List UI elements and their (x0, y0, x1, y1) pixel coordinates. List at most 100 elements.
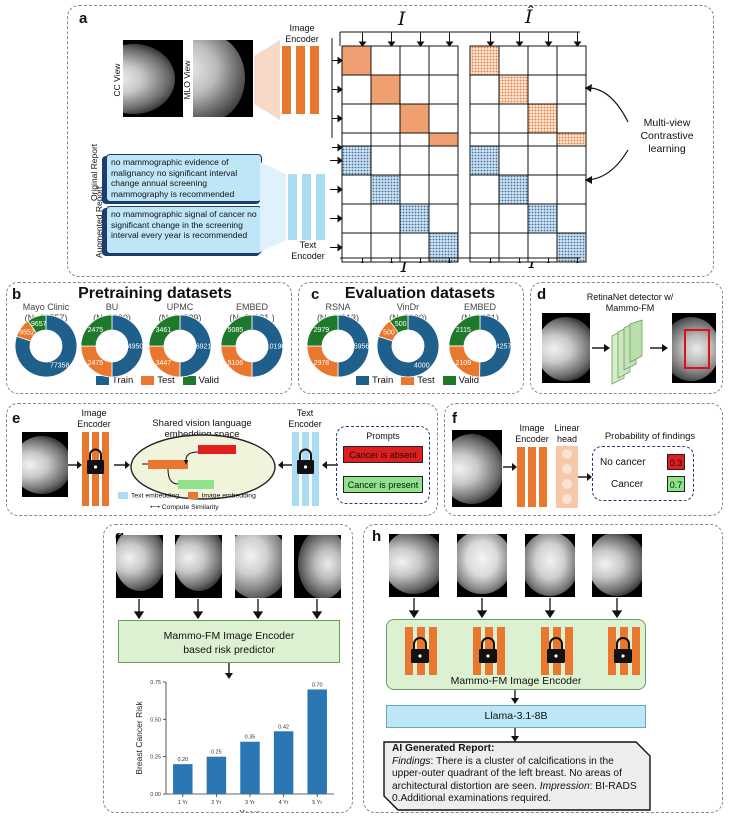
grid-cell (469, 232, 500, 263)
e-text-encoder (292, 432, 319, 506)
h-locked-encoders (405, 627, 640, 675)
donut-value-label: 2475 (88, 360, 104, 367)
retinanet-title: RetinaNet detector w/ Mammo-FM (586, 292, 674, 313)
panel-a (67, 5, 714, 277)
diagonal-cell (399, 203, 430, 234)
panel-f (444, 403, 723, 516)
bar-value-label: 0.20 (177, 757, 188, 763)
donut-slice (80, 314, 113, 347)
mlo-view-image (193, 40, 253, 117)
h-arrows-in (408, 598, 623, 619)
diagonal-cell (370, 174, 401, 205)
donut-slice (148, 314, 181, 347)
risk-bar (273, 731, 294, 794)
x-tick-label: 3 Yr (245, 800, 255, 806)
donut-value-label: 500 (383, 330, 395, 337)
grid-cell (341, 203, 372, 234)
y-tick-label: 0.25 (150, 755, 161, 761)
e-legend: Text embedding Image embedding (118, 492, 256, 499)
grid-cell (341, 103, 372, 134)
symbol-I-hat: Î (525, 6, 533, 28)
f-image-encoder-label: Image Encoder (515, 423, 549, 444)
arrow-f2 (578, 473, 592, 481)
panel-d (530, 282, 723, 394)
bar-value-label: 0.35 (245, 735, 256, 741)
grid-cell (341, 174, 372, 205)
donut-slice (479, 314, 512, 378)
grid-cell (469, 74, 500, 105)
donut-value-label: 3447 (156, 360, 172, 367)
legend-valid: Valid (198, 375, 219, 386)
panel-e-label: e (12, 410, 21, 427)
donut-value-label: 5085 (228, 327, 244, 334)
diagonal-cell (370, 74, 401, 105)
bar-value-label: 0.70 (312, 682, 323, 688)
e-legend-sim: ⟷ Compute Similarity (150, 504, 219, 511)
risk-bar (240, 741, 260, 794)
donut-value-label: 2979 (314, 327, 330, 334)
bar-value-label: 0.25 (211, 750, 222, 756)
text-encoder-diagram (260, 162, 325, 252)
grid-cell (498, 103, 529, 134)
image-encoder-diagram (254, 40, 319, 120)
grid-cell (341, 74, 372, 105)
panel-c-label: c (311, 286, 320, 303)
donut-slice (111, 314, 144, 378)
e-image-encoder (82, 432, 109, 506)
impression-text: : BI-RADS 0.Additional examinations requ… (392, 780, 637, 805)
linear-head (556, 446, 578, 508)
retinanet-diagram (592, 319, 668, 385)
grid-cell (428, 45, 459, 76)
impression-label: Impression (539, 780, 590, 792)
grid-I-I (341, 45, 459, 163)
grid-cell (498, 145, 529, 176)
x-tick-label: 4 Yr (279, 800, 289, 806)
risk-bar (173, 764, 193, 794)
risk-predictor-line1: Mammo-FM Image Encoder (163, 630, 295, 642)
legend-train: Train (112, 375, 134, 386)
panel-b (6, 282, 292, 394)
donut-slice (179, 314, 212, 378)
findings-label: Findings (392, 755, 431, 767)
h-image-2 (457, 534, 507, 597)
donut-value-label: 77358 (50, 363, 70, 370)
g-arrows-in (133, 599, 323, 620)
grid-cell (498, 45, 529, 76)
f-image-encoder (517, 447, 547, 507)
donut-slice (14, 314, 78, 378)
arrow-e2 (114, 461, 130, 469)
grid-cell (498, 203, 529, 234)
donut-value-label: 500 (395, 321, 407, 328)
diagonal-cell (341, 145, 372, 176)
legend-b: Train Test Valid (96, 375, 219, 386)
g-image-3 (235, 535, 282, 598)
grid-cell (556, 145, 587, 176)
grid-cell (428, 174, 459, 205)
findings-text: : There is a cluster of calcifications i… (392, 755, 622, 792)
diagonal-cell (527, 103, 558, 134)
grid-cell (399, 145, 430, 176)
prompts-box (336, 426, 430, 504)
grid-cell (370, 45, 401, 76)
contrastive-label: Multi-view Contrastive learning (640, 117, 694, 155)
original-report: no mammographic evidence of malignancy n… (106, 154, 262, 202)
grid-I-Ihat (469, 45, 587, 163)
grid-cell (469, 174, 500, 205)
donut-slice (337, 314, 370, 378)
linear-head-label: Linear head (554, 423, 580, 444)
prob-title: Probability of findings (604, 431, 696, 442)
no-cancer-value: 0.3 (667, 454, 685, 470)
detection-box (684, 329, 710, 369)
diagonal-cell (498, 74, 529, 105)
grid-cell (469, 203, 500, 234)
cc-view-label: CC View (112, 63, 122, 97)
grid-cell (527, 45, 558, 76)
grid-cell (428, 103, 459, 134)
donut-value-label: 4950 (128, 344, 144, 351)
panel-g (103, 524, 353, 813)
g-image-4 (294, 535, 341, 598)
donut-value-label: 6921 (196, 344, 212, 351)
grid-cell (399, 45, 430, 76)
g-image-1 (116, 535, 163, 598)
